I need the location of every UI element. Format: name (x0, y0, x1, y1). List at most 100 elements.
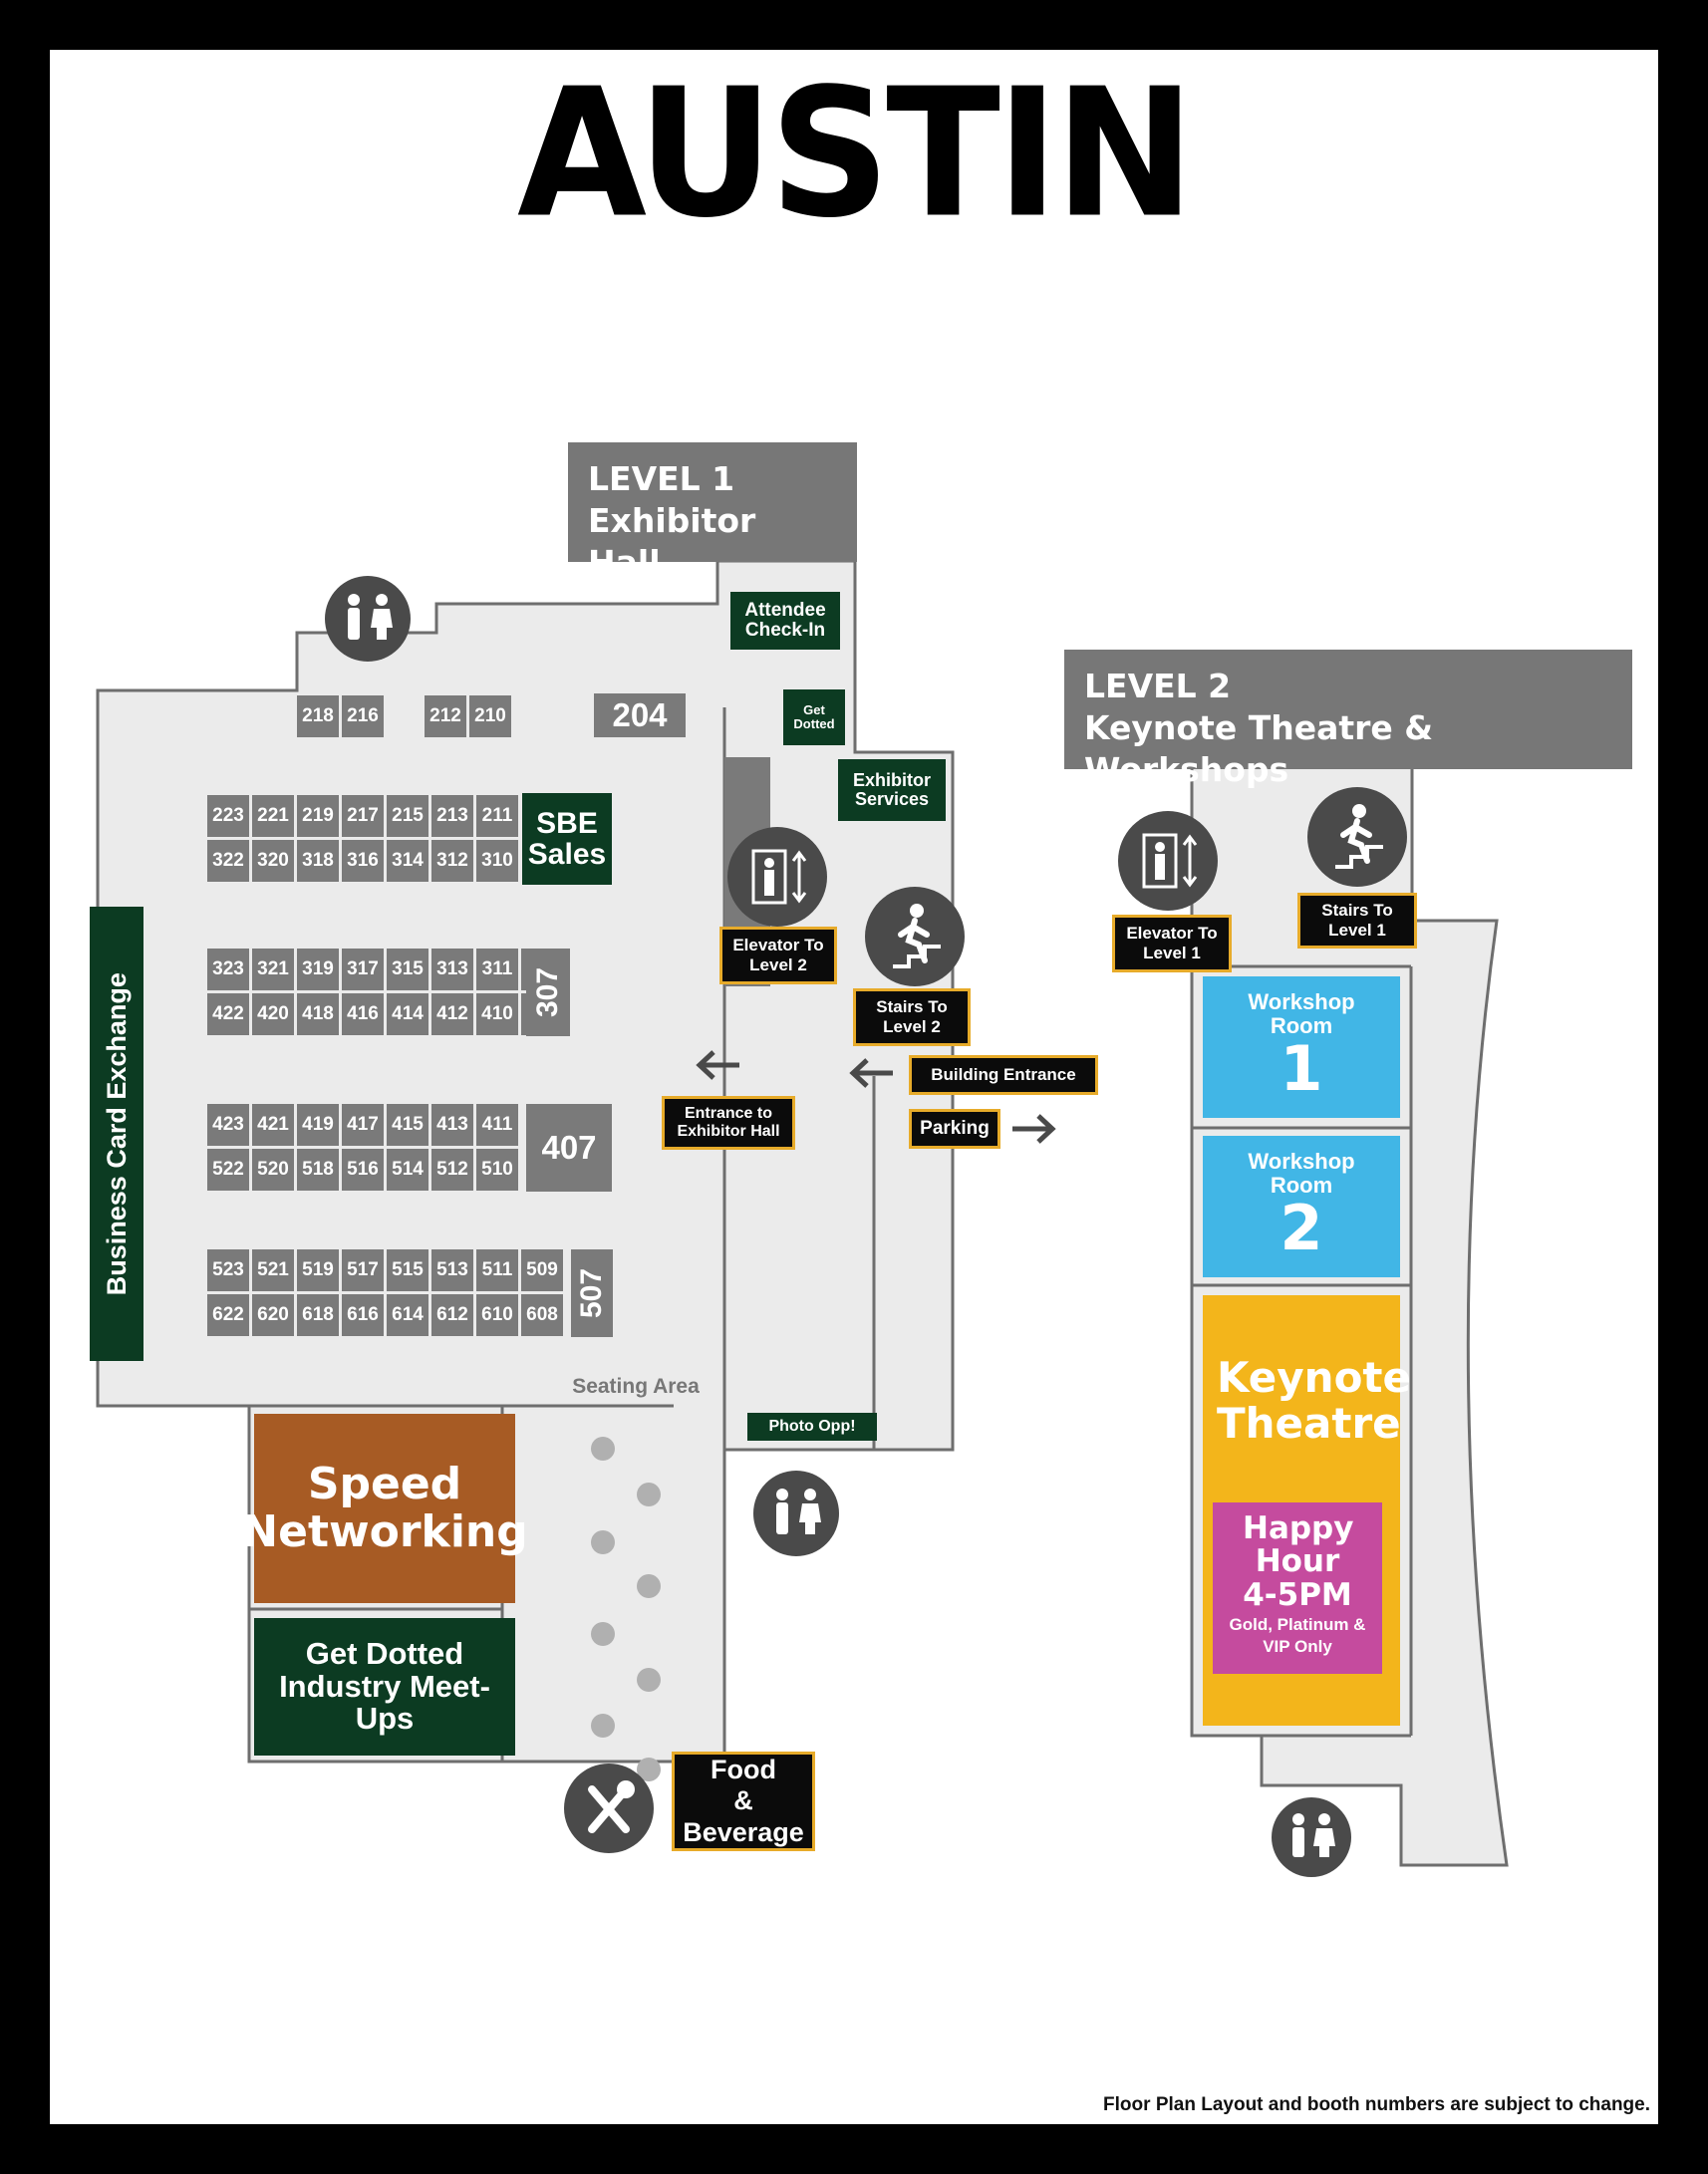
booth-514[interactable]: 514 (387, 1149, 428, 1191)
booth-418[interactable]: 418 (297, 993, 339, 1035)
workshop1-number: 1 (1280, 1032, 1323, 1106)
elevator-icon (727, 827, 827, 927)
booth-416[interactable]: 416 (342, 993, 384, 1035)
booth-318[interactable]: 318 (297, 840, 339, 882)
attendee-checkin: Attendee Check-In (730, 592, 840, 650)
booth-411[interactable]: 411 (476, 1104, 518, 1146)
parking-sign[interactable]: Parking (909, 1109, 1000, 1149)
stairs-icon (1307, 787, 1407, 887)
booth-513[interactable]: 513 (431, 1249, 473, 1291)
booth-313[interactable]: 313 (431, 949, 473, 990)
booth-315[interactable]: 315 (387, 949, 428, 990)
booth-422[interactable]: 422 (207, 993, 249, 1035)
level1-header-line1: LEVEL 1 (588, 459, 735, 498)
booth-622[interactable]: 622 (207, 1294, 249, 1336)
exhibitor-services: Exhibitor Services (838, 759, 946, 821)
booth-310[interactable]: 310 (476, 840, 518, 882)
booth-216[interactable]: 216 (342, 695, 384, 737)
food-icon (564, 1764, 654, 1853)
booth-620[interactable]: 620 (252, 1294, 294, 1336)
get-dotted-meetups: Get Dotted Industry Meet-Ups (254, 1618, 515, 1756)
booth-423[interactable]: 423 (207, 1104, 249, 1146)
building-entrance-sign[interactable]: Building Entrance (909, 1055, 1098, 1095)
booth-311[interactable]: 311 (476, 949, 518, 990)
booth-213[interactable]: 213 (431, 795, 473, 837)
booth-618[interactable]: 618 (297, 1294, 339, 1336)
booth-610[interactable]: 610 (476, 1294, 518, 1336)
booth-608[interactable]: 608 (521, 1294, 563, 1336)
happy-hour-time: 4-5PM (1243, 1577, 1352, 1614)
booth-614[interactable]: 614 (387, 1294, 428, 1336)
booth-316[interactable]: 316 (342, 840, 384, 882)
booth-312[interactable]: 312 (431, 840, 473, 882)
booth-421[interactable]: 421 (252, 1104, 294, 1146)
booth-412[interactable]: 412 (431, 993, 473, 1035)
booth-612[interactable]: 612 (431, 1294, 473, 1336)
keynote-label: Keynote Theatre (1217, 1353, 1411, 1449)
booth-507-label: 507 (575, 1267, 608, 1319)
booth-417[interactable]: 417 (342, 1104, 384, 1146)
arrow-right-icon (1012, 1114, 1056, 1144)
booth-323[interactable]: 323 (207, 949, 249, 990)
booth-322[interactable]: 322 (207, 840, 249, 882)
level2-header-line1: LEVEL 2 (1084, 667, 1232, 705)
booth-510[interactable]: 510 (476, 1149, 518, 1191)
workshop1-label: Workshop Room (1248, 989, 1355, 1039)
booth-517[interactable]: 517 (342, 1249, 384, 1291)
booth-215[interactable]: 215 (387, 795, 428, 837)
restroom-icon (325, 576, 411, 662)
business-card-exchange-panel: Business Card Exchange (90, 907, 143, 1361)
booth-616[interactable]: 616 (342, 1294, 384, 1336)
floor-plan-page: AUSTIN LEVEL 1 Exhibitor Hall LEVEL 2 (50, 50, 1658, 2124)
booth-218[interactable]: 218 (297, 695, 339, 737)
booth-519[interactable]: 519 (297, 1249, 339, 1291)
booth-521[interactable]: 521 (252, 1249, 294, 1291)
booth-515[interactable]: 515 (387, 1249, 428, 1291)
booth-511[interactable]: 511 (476, 1249, 518, 1291)
booth-419[interactable]: 419 (297, 1104, 339, 1146)
restroom-icon (753, 1471, 839, 1556)
booth-317[interactable]: 317 (342, 949, 384, 990)
keynote-theatre: Keynote Theatre Happy Hour 4-5PM Gold, P… (1203, 1295, 1411, 1726)
booth-219[interactable]: 219 (297, 795, 339, 837)
booth-307-label: 307 (531, 966, 564, 1018)
booth-319[interactable]: 319 (297, 949, 339, 990)
booth-320[interactable]: 320 (252, 840, 294, 882)
stairs-icon (865, 887, 965, 986)
booth-217[interactable]: 217 (342, 795, 384, 837)
arrow-left-icon (849, 1058, 893, 1088)
booth-410[interactable]: 410 (476, 993, 518, 1035)
booth-314[interactable]: 314 (387, 840, 428, 882)
booth-211[interactable]: 211 (476, 795, 518, 837)
booth-407[interactable]: 407 (526, 1104, 612, 1192)
booth-516[interactable]: 516 (342, 1149, 384, 1191)
booth-415[interactable]: 415 (387, 1104, 428, 1146)
booth-512[interactable]: 512 (431, 1149, 473, 1191)
booth-509[interactable]: 509 (521, 1249, 563, 1291)
booth-523[interactable]: 523 (207, 1249, 249, 1291)
booth-520[interactable]: 520 (252, 1149, 294, 1191)
booth-522[interactable]: 522 (207, 1149, 249, 1191)
booth-321[interactable]: 321 (252, 949, 294, 990)
booth-414[interactable]: 414 (387, 993, 428, 1035)
booth-212[interactable]: 212 (425, 695, 466, 737)
workshop-room-1: Workshop Room 1 (1203, 976, 1400, 1118)
booth-413[interactable]: 413 (431, 1104, 473, 1146)
speed-networking: Speed Networking (241, 1414, 528, 1603)
elevator-level2-sign: Elevator To Level 2 (719, 927, 837, 984)
booth-307[interactable]: 307 (526, 949, 570, 1036)
seating-tables (591, 1437, 661, 1781)
booth-210[interactable]: 210 (469, 695, 511, 737)
entrance-exhibitor-hall-sign[interactable]: Entrance to Exhibitor Hall (662, 1096, 795, 1150)
level1-header-line2: Exhibitor Hall (588, 501, 756, 582)
booth-221[interactable]: 221 (252, 795, 294, 837)
get-dotted-booth: Get Dotted (783, 689, 845, 745)
booth-518[interactable]: 518 (297, 1149, 339, 1191)
arrow-left-icon (696, 1050, 739, 1080)
booth-507[interactable]: 507 (571, 1249, 613, 1337)
booth-223[interactable]: 223 (207, 795, 249, 837)
stairs-level2-sign: Stairs To Level 2 (853, 988, 971, 1046)
booth-204[interactable]: 204 (594, 693, 686, 737)
workshop-room-2: Workshop Room 2 (1203, 1136, 1400, 1277)
booth-420[interactable]: 420 (252, 993, 294, 1035)
